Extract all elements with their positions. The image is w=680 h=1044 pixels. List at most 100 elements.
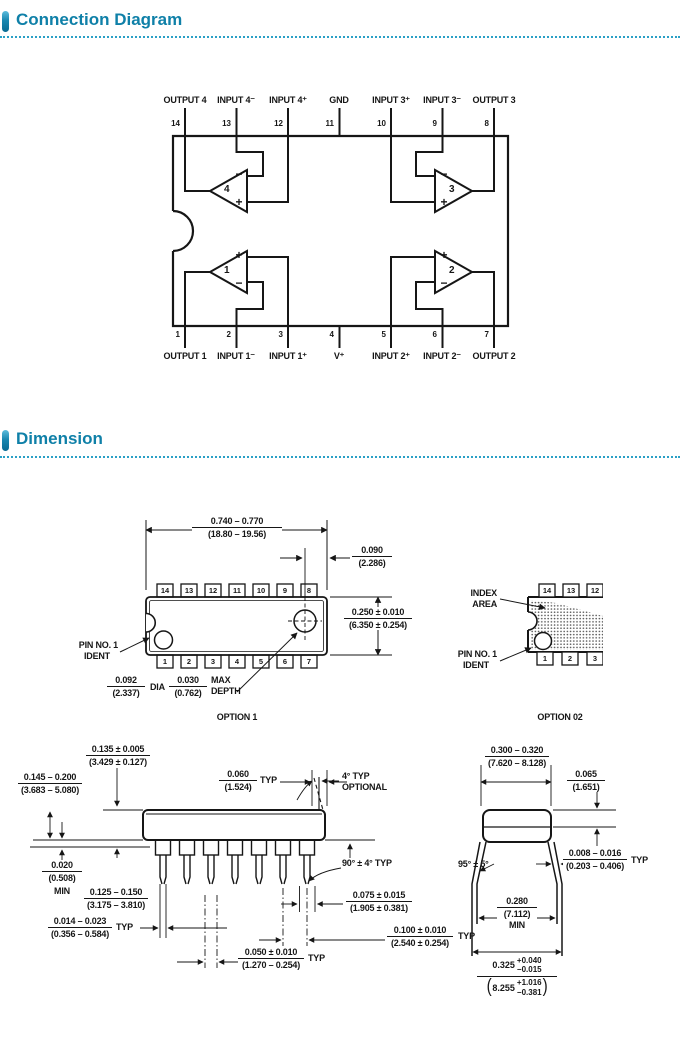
side-view-dims — [30, 768, 385, 968]
outer-mm-value: 8.255 — [492, 982, 515, 993]
pin-label: INPUT 2⁺ — [372, 351, 410, 361]
opamp2-number: 2 — [449, 265, 455, 276]
dia-suffix: DIA — [150, 682, 165, 692]
opamp1-plus: + — [235, 248, 243, 262]
option2-notch — [527, 611, 538, 631]
dim-lead-width: 0.014 – 0.023 (0.356 – 0.584) — [48, 916, 112, 939]
pin-wires — [184, 108, 495, 348]
pin-box-number: 1 — [162, 657, 168, 666]
standoff-suffix: MIN — [54, 886, 70, 896]
pin-label: INPUT 3⁻ — [423, 95, 461, 105]
option2-leaders — [499, 598, 546, 662]
dim-body-thickness: 0.145 – 0.200 (3.683 – 5.080) — [18, 772, 82, 795]
pin-label: OUTPUT 4 — [163, 95, 207, 105]
dim-ident-dia: 0.092 (2.337) — [107, 675, 145, 698]
pin-number: 13 — [222, 119, 231, 128]
pin-box-number: 3 — [592, 654, 598, 663]
pin-box-number: 9 — [282, 586, 288, 595]
opamp1-number: 1 — [224, 265, 230, 276]
dim-half-pitch: 0.050 ± 0.010 (1.270 – 0.254) — [238, 947, 304, 970]
outer-mm-minus: −0.381 — [516, 987, 542, 997]
dim-lead-thickness: 0.008 – 0.016 (0.203 – 0.406) — [563, 848, 627, 871]
dim-shoulder-gap: 0.060 (1.524) — [219, 769, 257, 792]
pin-number: 7 — [484, 330, 489, 339]
end-view-body — [471, 809, 563, 956]
pin-box-number: 8 — [306, 586, 312, 595]
opamp-3 — [434, 168, 475, 214]
section-accent-bar — [2, 430, 9, 451]
pin-box-number: 10 — [256, 586, 266, 595]
pin1-ident-circle — [533, 631, 553, 651]
ic-outline — [171, 134, 510, 328]
pin-box-number: 4 — [234, 657, 240, 666]
dim-shoulder-width: 0.075 ± 0.015 (1.905 ± 0.381) — [346, 890, 412, 913]
opamp4-minus: − — [235, 167, 243, 181]
pin-box-number: 6 — [282, 657, 288, 666]
pin-label: OUTPUT 1 — [163, 351, 207, 361]
dim-standoff: 0.020 (0.508) — [42, 860, 82, 883]
opamp-2 — [434, 249, 475, 295]
pin-box-number: 2 — [567, 654, 573, 663]
pin1-ident-label: IDENT — [83, 651, 110, 661]
pin-number: 10 — [377, 119, 386, 128]
outer-mm-plus: +1.016 — [516, 978, 542, 988]
index-area-label: AREA — [472, 599, 497, 609]
paren-open: ( — [486, 976, 492, 998]
pin-number: 5 — [381, 330, 386, 339]
angle-95-label: 95° ± 5° — [458, 859, 489, 869]
pin-label: INPUT 4⁺ — [269, 95, 307, 105]
pin-box-number: 5 — [258, 657, 264, 666]
opamp3-minus: − — [440, 167, 448, 181]
pin-label: INPUT 2⁻ — [423, 351, 461, 361]
pin-label: GND — [329, 95, 349, 105]
pin-label: V⁺ — [333, 351, 345, 361]
option1-body — [145, 548, 328, 669]
dim-hole-depth: 0.030 (0.762) — [169, 675, 207, 698]
inner-span-suffix: MIN — [509, 920, 525, 930]
dim-lead-pitch: 0.100 ± 0.010 (2.540 ± 0.254) — [387, 925, 453, 948]
pin1-ident-label: IDENT — [462, 660, 489, 670]
ic-notch — [172, 209, 195, 253]
opamp4-number: 4 — [224, 184, 230, 195]
opamp-triangles — [207, 168, 475, 295]
pin-box-number: 13 — [566, 586, 576, 595]
pin-number: 8 — [484, 119, 489, 128]
outer-in-plus: +0.040 — [516, 956, 542, 965]
section-title-dimension: Dimension — [16, 429, 103, 448]
pin-label: INPUT 1⁺ — [269, 351, 307, 361]
pin-number: 9 — [432, 119, 437, 128]
lead-thickness-suffix: TYP — [631, 855, 648, 865]
pin-box-number: 12 — [590, 586, 600, 595]
opamp-4 — [207, 168, 248, 214]
opamp4-plus: + — [235, 195, 243, 209]
dim-body-height: 0.250 ± 0.010 (6.350 ± 0.254) — [344, 607, 412, 630]
pitch-suffix: TYP — [458, 931, 475, 941]
index-area-label: INDEX — [470, 588, 497, 598]
end-view-leads — [471, 841, 563, 956]
pin-number: 14 — [171, 119, 180, 128]
side-view-body — [142, 809, 326, 885]
pin-label: INPUT 4⁻ — [217, 95, 255, 105]
pin1-ident-label: PIN NO. 1 — [78, 640, 118, 650]
dim-inner-span: 0.280 (7.112) — [497, 896, 537, 919]
angle-90-label: 90° ± 4° TYP — [342, 858, 392, 868]
dim-outer-span: 0.325 +0.040 −0.015 ( 8.255 +1.016 −0.38… — [477, 956, 557, 997]
pin1-ident-circle — [153, 630, 174, 650]
opamp1-minus: − — [235, 276, 243, 290]
pin-box-number: 7 — [306, 657, 312, 666]
section-title-connection: Connection Diagram — [16, 10, 183, 29]
opamp2-minus: − — [440, 276, 448, 290]
lead-width-suffix: TYP — [116, 922, 133, 932]
section-accent-bar — [2, 11, 9, 32]
outer-in-value: 0.325 — [492, 960, 515, 971]
pin-box-number: 11 — [233, 586, 241, 595]
option1-bottom-pin-boxes — [156, 654, 318, 669]
depth-suffix: DEPTH — [211, 686, 241, 696]
pin-box-number: 2 — [186, 657, 192, 666]
pin-label: INPUT 1⁻ — [217, 351, 255, 361]
pin-number: 11 — [325, 119, 334, 128]
dotted-rule — [0, 36, 680, 38]
option1-top-pin-boxes — [156, 583, 318, 598]
gap-suffix: TYP — [260, 775, 277, 785]
angle-optional-label: 4° TYP — [342, 771, 370, 781]
